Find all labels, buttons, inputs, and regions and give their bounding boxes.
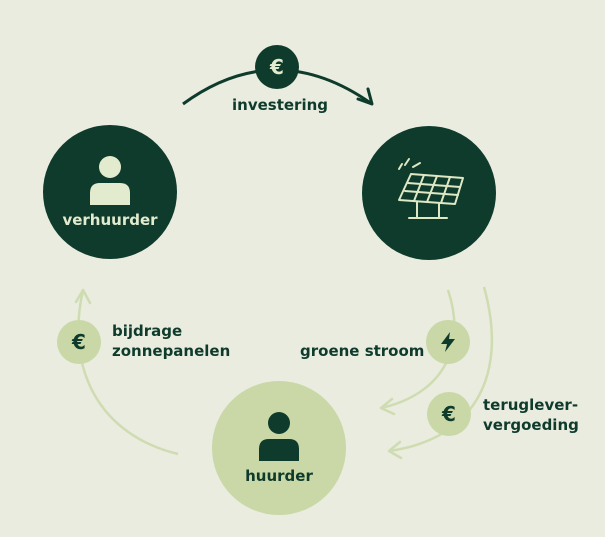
contribution-arrowhead bbox=[74, 288, 92, 305]
feed-in-label-line2: vergoeding bbox=[483, 416, 579, 434]
green-power-badge bbox=[426, 320, 470, 364]
contribution-badge: € bbox=[57, 320, 101, 364]
person-icon bbox=[90, 156, 130, 205]
investment-arrowhead bbox=[356, 87, 374, 106]
feed-in-label-line1: teruglever- bbox=[483, 396, 579, 414]
euro-icon: € bbox=[72, 330, 86, 354]
investment-label: investering bbox=[232, 96, 328, 114]
euro-icon: € bbox=[270, 55, 284, 79]
investment-badge: € bbox=[255, 45, 299, 89]
green-power-arrowhead bbox=[379, 397, 396, 416]
solar-node bbox=[362, 126, 496, 260]
contribution-label-line1: bijdrage bbox=[112, 322, 183, 340]
feed-in-badge: € bbox=[427, 392, 471, 436]
lightning-bolt-icon bbox=[441, 332, 455, 352]
tenant-label: huurder bbox=[245, 467, 313, 485]
person-icon bbox=[259, 412, 299, 461]
green-power-label: groene stroom bbox=[300, 342, 425, 360]
green-power-arrow bbox=[380, 289, 456, 410]
landlord-node: verhuurder bbox=[43, 125, 177, 259]
contribution-arrow bbox=[77, 289, 179, 456]
tenant-node: huurder bbox=[212, 381, 346, 515]
contribution-label-line2: zonnepanelen bbox=[112, 342, 231, 360]
feed-in-arrow bbox=[388, 286, 494, 453]
feed-in-arrowhead bbox=[387, 440, 403, 460]
euro-icon: € bbox=[442, 402, 456, 426]
landlord-label: verhuurder bbox=[62, 211, 158, 229]
solar-panel-icon bbox=[398, 158, 464, 219]
